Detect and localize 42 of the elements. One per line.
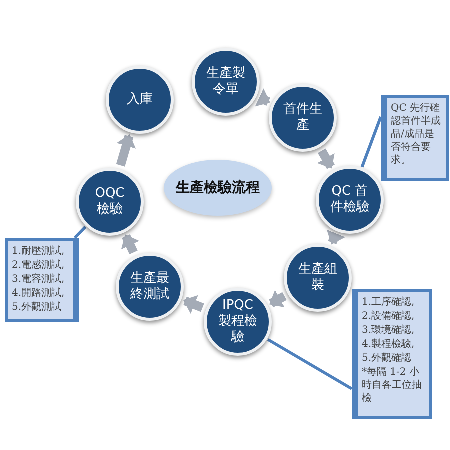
node-text: 生產製令單 <box>206 66 246 98</box>
arrow <box>121 234 140 255</box>
node-text: QC 先行確認首件半成品/成品是否符合要求。 <box>391 102 442 167</box>
callout-box <box>381 95 449 181</box>
step-circle <box>76 168 144 236</box>
node-text: 4.製程檢驗, <box>362 338 416 351</box>
step-circle <box>116 253 184 321</box>
node-text: *每隔 1-2 小時自各工位抽檢 <box>362 366 423 405</box>
node-text: 4.開路測試, <box>12 287 66 300</box>
node-text: IPQC 製程檢驗 <box>218 298 258 346</box>
node-text: 入庫 <box>127 92 153 108</box>
node-text: 生產組裝 <box>298 262 338 294</box>
node-text: 5.外觀測試 <box>12 301 63 314</box>
step-circle <box>192 48 260 116</box>
arrow <box>255 88 270 107</box>
leader-line <box>267 338 353 390</box>
callout-box <box>5 238 79 322</box>
node-text: 1.工序確認, <box>362 296 416 309</box>
step-circle <box>316 166 384 234</box>
callout-box <box>352 289 432 419</box>
node-text: 首件生產 <box>282 102 324 134</box>
node-text: 2.設備確認, <box>362 310 416 323</box>
arrow <box>317 148 335 170</box>
step-circle <box>284 244 352 312</box>
step-circle <box>106 66 174 134</box>
node-text: 生產最終測試 <box>130 270 170 304</box>
arrow <box>183 295 204 314</box>
node-text: 生產檢驗流程 <box>176 179 260 197</box>
node-text: 3.環境確認, <box>362 324 416 337</box>
arrow <box>269 290 287 308</box>
node-text: OQC 檢驗 <box>94 186 126 218</box>
node-text: QC 首件檢驗 <box>330 184 370 216</box>
node-text: 1.耐壓測試, <box>12 245 66 258</box>
leader-line <box>74 226 87 240</box>
node-text: 2.電感測試, <box>12 259 66 272</box>
node-text: 3.電容測試, <box>12 273 66 286</box>
step-circle <box>204 288 272 356</box>
arrow <box>116 134 136 167</box>
node-text: 5.外觀確認 <box>362 352 413 365</box>
arrow <box>326 230 346 245</box>
leader-line <box>360 116 382 168</box>
step-circle <box>269 84 337 152</box>
